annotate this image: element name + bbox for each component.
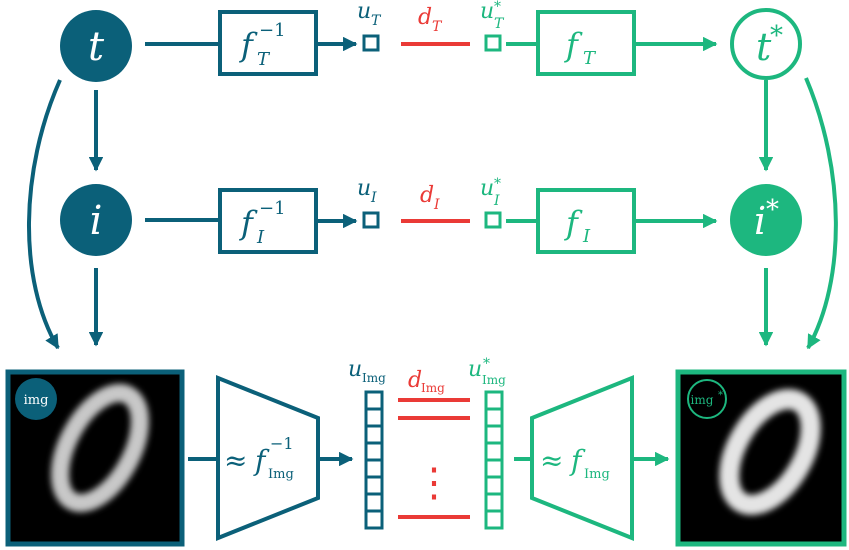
svg-text:Img: Img <box>584 467 610 482</box>
label-d-Img: d Img <box>408 368 445 395</box>
svg-text:*: * <box>766 195 779 225</box>
svg-text:−1: −1 <box>270 434 294 453</box>
label-decoder: ≈ f Img <box>540 444 610 482</box>
svg-text:img: img <box>691 393 714 407</box>
label-u-I-star: u I * <box>480 176 501 209</box>
svg-text:*: * <box>494 176 501 192</box>
node-i-star-label: i * <box>754 195 779 243</box>
latent-u-I-star <box>484 211 502 229</box>
svg-text:Img: Img <box>268 467 294 482</box>
latent-u-T-star <box>484 34 502 52</box>
svg-text:≈: ≈ <box>540 444 563 477</box>
svg-text:d: d <box>408 368 422 393</box>
svg-text:I: I <box>493 193 500 209</box>
svg-text:u: u <box>480 0 494 24</box>
node-i-label: i <box>90 198 103 244</box>
svg-text:u: u <box>357 176 371 201</box>
svg-text:I: I <box>433 197 440 213</box>
img-badge <box>15 378 57 420</box>
svg-text:T: T <box>432 19 443 35</box>
label-d-I: d I <box>420 183 440 213</box>
svg-text:t: t <box>756 25 772 69</box>
svg-text:I: I <box>256 227 265 248</box>
node-t-star <box>730 8 802 80</box>
node-i <box>60 184 132 256</box>
svg-text:T: T <box>494 16 505 32</box>
latent-vector-u-Img <box>364 390 384 530</box>
svg-text:−1: −1 <box>259 20 286 41</box>
input-image: img <box>5 369 185 547</box>
node-t-star-label: t * <box>756 21 783 69</box>
encoder-trapezoid <box>216 375 320 541</box>
label-u-T-star: u T * <box>480 0 505 32</box>
decoder-trapezoid <box>530 375 634 541</box>
node-i-star <box>730 184 802 256</box>
svg-text:T: T <box>257 49 271 70</box>
node-t <box>60 10 132 82</box>
latent-u-I <box>362 211 380 229</box>
svg-text:I: I <box>370 190 377 206</box>
latent-u-T <box>362 34 380 52</box>
ellipsis-dots: ⋮ <box>414 460 454 506</box>
svg-text:u: u <box>480 176 494 201</box>
svg-text:Img: Img <box>421 381 445 395</box>
svg-text:T: T <box>371 13 382 29</box>
label-d-T: d T <box>418 5 443 35</box>
svg-text:u: u <box>357 0 371 24</box>
box-f-I <box>536 188 636 254</box>
latent-vector-u-Img-star <box>484 390 504 530</box>
label-u-Img-star: u Img * <box>468 356 506 387</box>
distance-lines-d-Img <box>398 398 470 519</box>
label-u-I: u I <box>357 176 377 206</box>
svg-text:Img: Img <box>362 371 386 385</box>
svg-text:u: u <box>348 357 362 382</box>
svg-text:*: * <box>718 390 723 401</box>
svg-text:*: * <box>770 21 783 51</box>
svg-text:d: d <box>418 5 432 30</box>
arrow-tstar-to-imgstar-curve <box>804 77 838 350</box>
svg-text:*: * <box>483 356 490 372</box>
svg-text:T: T <box>583 48 597 69</box>
svg-text:u: u <box>468 357 482 382</box>
svg-text:≈: ≈ <box>224 444 247 477</box>
svg-text:−1: −1 <box>259 198 286 219</box>
label-encoder: ≈ f Img −1 <box>224 434 294 482</box>
svg-text:I: I <box>582 226 591 247</box>
arrow-t-to-img-curve <box>27 79 62 350</box>
label-u-T: u T <box>357 0 382 29</box>
node-t-label: t <box>88 24 105 70</box>
output-image: img * <box>675 369 847 547</box>
img-star-badge <box>687 379 727 419</box>
img-star-badge-label: img * <box>691 390 723 407</box>
svg-text:*: * <box>494 0 501 15</box>
svg-text:d: d <box>420 183 434 208</box>
svg-text:i: i <box>754 199 766 243</box>
svg-text:Img: Img <box>482 373 506 387</box>
label-u-Img: u Img <box>348 357 386 385</box>
box-f-T <box>536 10 636 76</box>
img-badge-label: img <box>24 393 49 408</box>
